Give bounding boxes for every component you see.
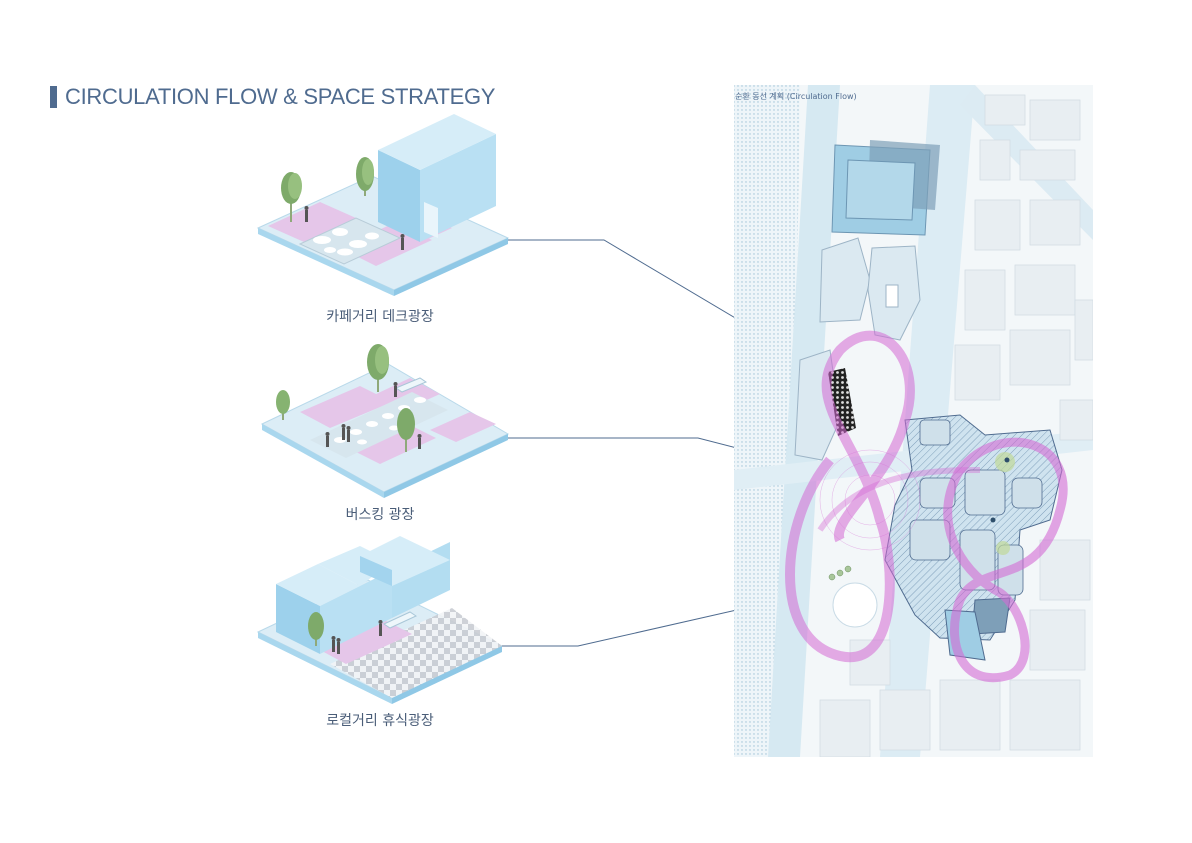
circulation-flow-loop-west — [785, 330, 915, 663]
site-plan-map — [734, 85, 1093, 757]
circulation-flow-loop-east — [943, 437, 1068, 683]
map-label: 순환 동선 계획 (Circulation Flow) — [735, 92, 857, 101]
scene-busking-plaza — [260, 344, 510, 498]
page-title: CIRCULATION FLOW & SPACE STRATEGY — [65, 84, 496, 109]
scene-cafe-deck-plaza — [256, 114, 510, 296]
caption-busking-plaza: 버스킹 광장 — [345, 507, 415, 523]
title-accent-bar — [50, 86, 57, 108]
caption-cafe-deck-plaza: 카페거리 데크광장 — [326, 309, 434, 325]
header: CIRCULATION FLOW & SPACE STRATEGY — [50, 84, 495, 110]
caption-local-rest-plaza: 로컬거리 휴식광장 — [326, 713, 434, 729]
scene-local-rest-plaza — [256, 536, 504, 704]
